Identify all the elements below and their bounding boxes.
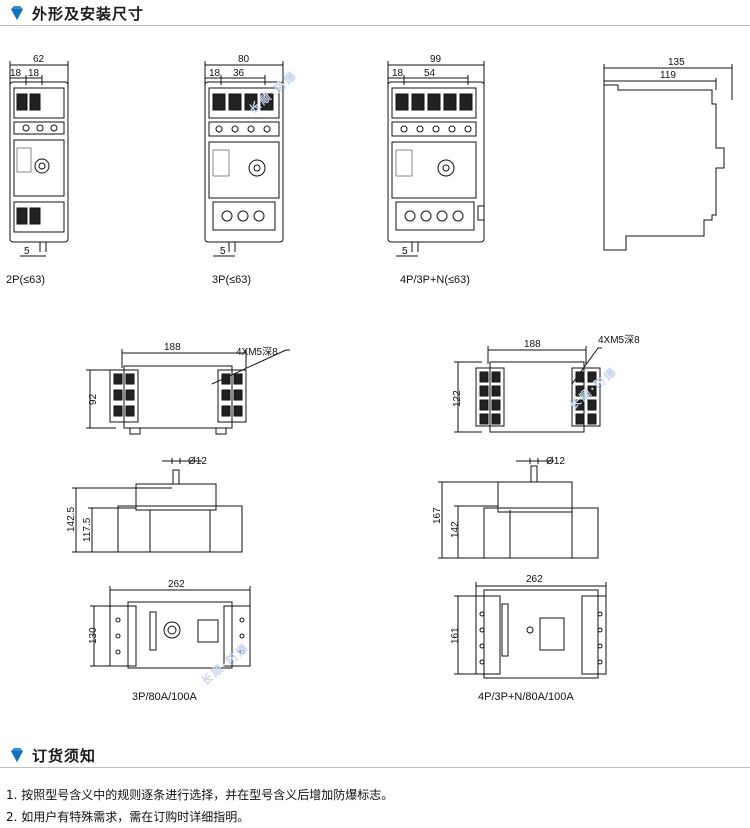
diamond-icon bbox=[11, 6, 23, 20]
dim-side-b: 119 bbox=[660, 70, 676, 81]
dim-r-screw: 4XM5深8 bbox=[598, 334, 640, 346]
drawing-3p-front bbox=[72, 458, 243, 553]
dim-2p-width: 62 bbox=[33, 54, 45, 65]
dim-r-262: 262 bbox=[526, 574, 543, 585]
dim-3p-b: 36 bbox=[233, 68, 245, 79]
dim-r-188: 188 bbox=[524, 339, 541, 350]
section-header-dimensions: 外形及安装尺寸 bbox=[0, 0, 750, 26]
drawings: 62 18 18 5 80 18 36 5 99 18 54 5 135 119… bbox=[9, 54, 733, 679]
dim-r-161: 161 bbox=[450, 627, 461, 644]
dim-3p-a: 18 bbox=[209, 68, 221, 79]
section-header-ordering: 订货须知 bbox=[0, 742, 750, 768]
dim-l-262: 262 bbox=[168, 579, 185, 590]
caption-2p: 2P(≤63) bbox=[6, 274, 46, 286]
section-title: 外形及安装尺寸 bbox=[32, 5, 145, 23]
dim-r-142: 142 bbox=[450, 521, 461, 538]
drawing-3p bbox=[204, 61, 284, 257]
drawing-4p-top bbox=[454, 346, 602, 433]
dim-l-130: 130 bbox=[88, 627, 99, 644]
dim-l-shaft: Ø12 bbox=[188, 456, 207, 467]
dim-l-117: 117.5 bbox=[82, 517, 93, 542]
caption-4p: 4P/3P+N(≤63) bbox=[400, 274, 470, 286]
dim-r-122: 122 bbox=[452, 390, 463, 407]
drawing-4p-front bbox=[438, 458, 599, 559]
dim-r-shaft: Ø12 bbox=[546, 456, 565, 467]
divider bbox=[0, 25, 750, 26]
dim-side-width: 135 bbox=[668, 57, 685, 68]
note-item: 2. 如用户有特殊需求，需在订购时详细指明。 bbox=[6, 810, 250, 824]
divider bbox=[0, 767, 750, 768]
section-title: 订货须知 bbox=[32, 747, 97, 765]
dim-l-92: 92 bbox=[88, 393, 99, 405]
caption-4p-80a: 4P/3P+N/80A/100A bbox=[478, 691, 574, 703]
dim-2p-b: 18 bbox=[28, 68, 40, 79]
dim-l-188: 188 bbox=[164, 342, 181, 353]
diamond-icon bbox=[11, 748, 23, 762]
dim-4p-a: 18 bbox=[392, 68, 404, 79]
dim-3p-width: 80 bbox=[238, 54, 250, 65]
drawing-3p-bottom bbox=[90, 586, 251, 669]
dim-2p-a: 18 bbox=[10, 68, 22, 79]
dim-4p-width: 99 bbox=[430, 54, 442, 65]
dim-4p-b: 54 bbox=[424, 68, 436, 79]
drawing-2p bbox=[9, 61, 69, 257]
dim-4p-5: 5 bbox=[402, 246, 408, 257]
dim-3p-5: 5 bbox=[220, 246, 226, 257]
caption-3p: 3P(≤63) bbox=[212, 274, 252, 286]
caption-3p-80a: 3P/80A/100A bbox=[132, 691, 197, 703]
drawing-3p-top bbox=[86, 349, 290, 435]
dim-l-142: 142.5 bbox=[66, 507, 77, 532]
drawing-side-view bbox=[603, 64, 733, 251]
drawing-4p-bottom bbox=[454, 582, 607, 679]
drawing-4p bbox=[387, 61, 485, 257]
dim-2p-5: 5 bbox=[24, 246, 30, 257]
dim-r-167: 167 bbox=[432, 507, 443, 524]
dim-l-screw: 4XM5深8 bbox=[236, 346, 278, 358]
note-item: 1. 按照型号含义中的规则逐条进行选择，并在型号含义后增加防爆标志。 bbox=[6, 788, 394, 802]
